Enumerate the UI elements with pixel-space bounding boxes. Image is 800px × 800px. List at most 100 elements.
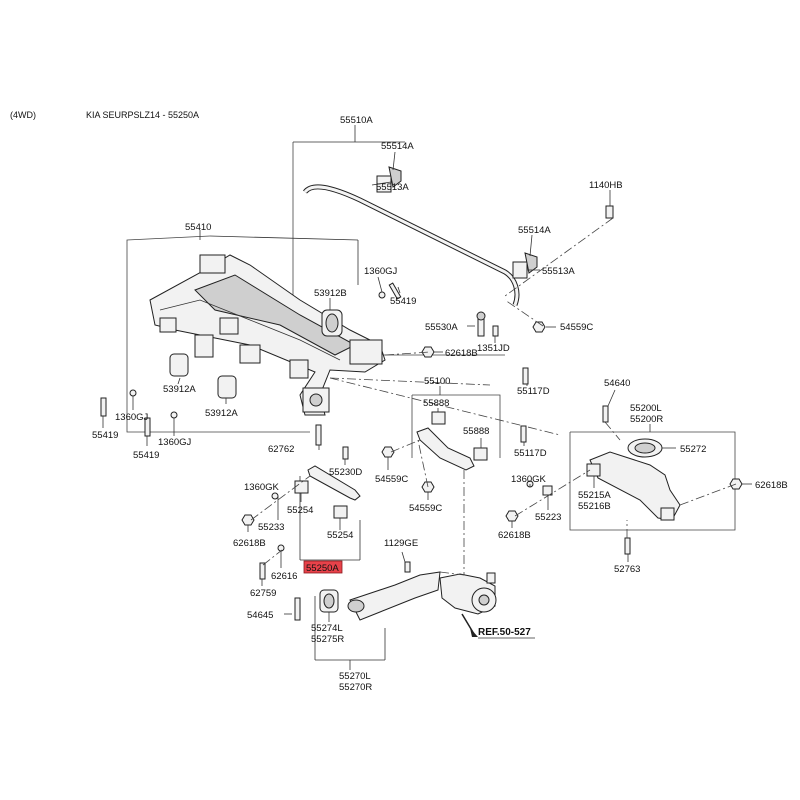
bolt-55419-left1[interactable] — [100, 397, 107, 417]
bolt-1351JD[interactable] — [492, 325, 499, 337]
label-55272: 55272 — [680, 444, 706, 455]
label-55419-left1: 55419 — [92, 430, 118, 441]
label-55233: 55233 — [258, 522, 284, 533]
label-54559C-low: 54559C — [409, 503, 442, 514]
bushing-55888-2[interactable] — [473, 447, 488, 461]
label-62618B-lowr: 62618B — [498, 530, 531, 541]
bolt-55230D[interactable] — [342, 446, 349, 460]
label-52763: 52763 — [614, 564, 640, 575]
label-55200L: 55200L — [630, 403, 662, 414]
bushing-55888-1[interactable] — [431, 411, 446, 425]
label-1360GK-left: 1360GK — [244, 482, 280, 493]
label-62618B-mid: 62618B — [445, 348, 478, 359]
label-55270L: 55270L — [339, 671, 371, 682]
label-55230D: 55230D — [329, 467, 362, 478]
bolt-1129GE[interactable] — [404, 561, 411, 573]
label-55100: 55100 — [424, 376, 450, 387]
label-54559C-mid: 54559C — [375, 474, 408, 485]
bracket-55514A-lower[interactable] — [524, 252, 538, 274]
label-55513A-1: 55513A — [376, 182, 409, 193]
label-55117D-1: 55117D — [517, 386, 550, 397]
lower-arm-group — [505, 389, 752, 562]
label-1360GJ-left1: 1360GJ — [115, 412, 149, 423]
lower-arm-bracket-line — [569, 431, 736, 531]
bolt-55419-left2[interactable] — [144, 417, 151, 437]
stabilizer-bar-group — [292, 125, 614, 356]
washer-1360GJ-left2[interactable] — [170, 411, 178, 419]
bolt-55117D-1[interactable] — [522, 367, 529, 385]
label-1360GJ-left2: 1360GJ — [158, 437, 192, 448]
label-1360GK-right: 1360GK — [511, 474, 547, 485]
label-62759: 62759 — [250, 588, 276, 599]
label-55419-left2: 55419 — [133, 450, 159, 461]
nut-62618B-mid[interactable] — [421, 346, 435, 358]
label-55274L: 55274L — [311, 623, 343, 634]
label-ref-50-527[interactable]: REF.50-527 — [478, 627, 531, 638]
trailing-arm-55270L[interactable] — [349, 571, 441, 621]
label-62618B-right: 62618B — [755, 480, 788, 491]
bracket-55514A-upper[interactable] — [388, 166, 402, 188]
label-1140HB: 1140HB — [589, 180, 623, 191]
washer-1360GJ-top[interactable] — [378, 291, 386, 299]
bushing-55254-1[interactable] — [294, 480, 309, 494]
label-55530A: 55530A — [425, 322, 458, 333]
bolt-1140HB[interactable] — [605, 205, 614, 219]
label-54645: 54645 — [247, 610, 273, 621]
label-62618B-left: 62618B — [233, 538, 266, 549]
highlight-box-55250A[interactable] — [303, 560, 343, 574]
bushing-53912A-right[interactable] — [217, 375, 237, 399]
nut-62618B-lowr[interactable] — [505, 510, 519, 522]
nut-54559C-mid[interactable] — [381, 446, 395, 458]
label-55888-2: 55888 — [463, 426, 489, 437]
trailing-link-55250A[interactable] — [307, 465, 361, 501]
washer-55223[interactable] — [542, 485, 553, 496]
nut-62618B-left[interactable] — [241, 514, 255, 526]
label-55514A-2: 55514A — [518, 225, 551, 236]
label-53912A-1: 53912A — [163, 384, 196, 395]
label-53912A-2: 53912A — [205, 408, 238, 419]
label-62762: 62762 — [268, 444, 294, 455]
bolt-62762[interactable] — [315, 424, 322, 446]
bolt-55419-top[interactable] — [388, 282, 402, 300]
label-1129GE: 1129GE — [384, 538, 418, 549]
label-55270R: 55270R — [339, 682, 372, 693]
bolt-52763[interactable] — [624, 537, 631, 555]
label-55514A-1: 55514A — [381, 141, 414, 152]
label-55200R: 55200R — [630, 414, 663, 425]
label-55410: 55410 — [185, 222, 211, 233]
bushing-53912A-left[interactable] — [169, 353, 189, 377]
trailing-arm-group — [314, 551, 535, 670]
washer-1360GJ-left1[interactable] — [129, 389, 137, 397]
trailing-link-group — [241, 424, 361, 621]
label-55419-top: 55419 — [390, 296, 416, 307]
bushing-55216B[interactable] — [660, 507, 675, 521]
washer-62616[interactable] — [277, 544, 285, 552]
label-1351JD: 1351JD — [477, 343, 510, 354]
label-54559C-top: 54559C — [560, 322, 593, 333]
label-55216B: 55216B — [578, 501, 611, 512]
bolt-55117D-2[interactable] — [520, 425, 527, 443]
upper-arm-55100[interactable] — [416, 427, 475, 471]
nut-54559C-top[interactable] — [532, 321, 546, 333]
washer-1360GK-left[interactable] — [271, 492, 279, 500]
bushing-55254-2[interactable] — [333, 505, 348, 519]
label-55223: 55223 — [535, 512, 561, 523]
label-55254-1: 55254 — [287, 505, 313, 516]
label-55117D-2: 55117D — [514, 448, 547, 459]
label-62616: 62616 — [271, 571, 297, 582]
label-55254-2: 55254 — [327, 530, 353, 541]
drive-type-label: (4WD) — [10, 110, 36, 120]
bolt-54640[interactable] — [602, 405, 609, 423]
bolt-54645[interactable] — [294, 597, 301, 621]
bushing-55513A-lower[interactable] — [512, 261, 528, 279]
label-55513A-2: 55513A — [542, 266, 575, 277]
bushing-55215A[interactable] — [586, 463, 601, 477]
label-55510A: 55510A — [340, 115, 373, 126]
label-55215A: 55215A — [578, 490, 611, 501]
label-55250A: 55250A — [306, 563, 339, 574]
label-53912B: 53912B — [314, 288, 347, 299]
crossmember-bracket-line — [126, 235, 310, 433]
bolt-62759[interactable] — [259, 562, 266, 580]
